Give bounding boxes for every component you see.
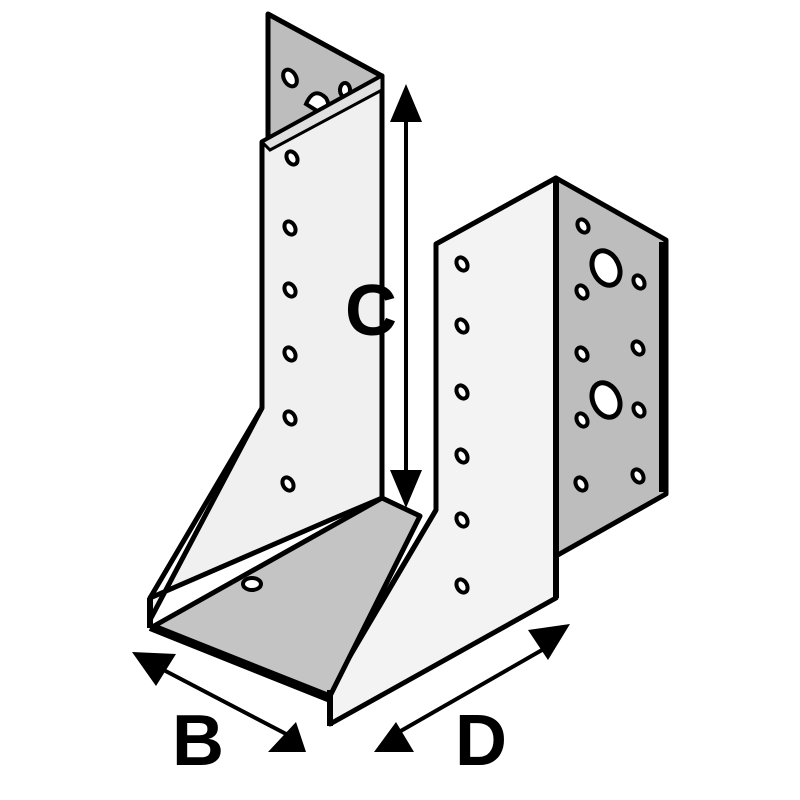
dimension-arrow-d [374,624,570,752]
right-flange [553,175,669,559]
base-plate [148,495,423,726]
flange-nail-hole [281,67,299,89]
right-flange-nail-holes [573,217,647,493]
dimension-label-d: D [455,701,507,781]
right-flange-large-holes [589,248,623,420]
left-wall [147,73,385,628]
right-wall-nail-holes [454,255,470,595]
left-wall-nail-holes [280,149,300,493]
dimension-arrow-c [390,84,422,508]
dimension-label-c: C [345,271,397,351]
base-hole [241,576,263,592]
dimension-label-b: B [172,701,224,781]
right-wall [327,175,559,727]
dimension-arrow-b [132,652,306,752]
